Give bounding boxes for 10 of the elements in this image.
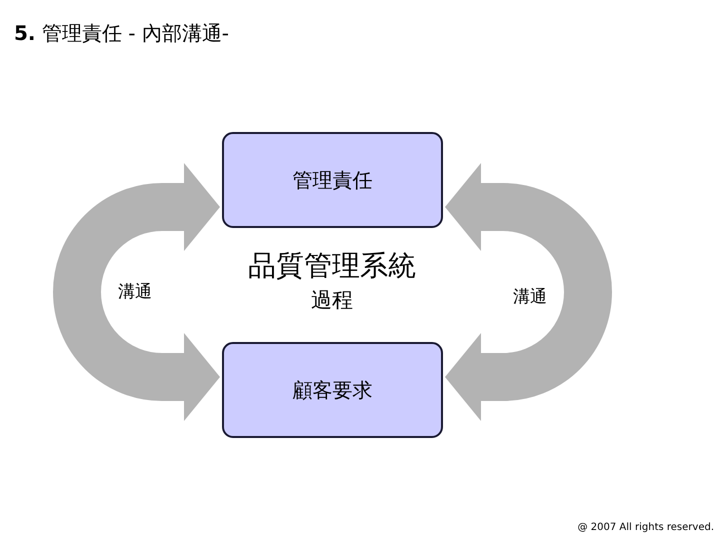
curved-arrow [445,163,612,421]
curved-arrow [53,163,220,421]
center-subheading: 過程 [311,287,353,314]
center-heading: 品質管理系統 [248,248,416,284]
edge-label: 溝通 [513,286,547,308]
edge-label: 溝通 [118,281,152,303]
process-box: 顧客要求 [222,342,443,438]
process-box: 管理責任 [222,132,443,228]
copyright-note: @ 2007 All rights reserved. [578,522,714,533]
slide-title: 5. 管理責任 - 內部溝通- [14,20,230,47]
